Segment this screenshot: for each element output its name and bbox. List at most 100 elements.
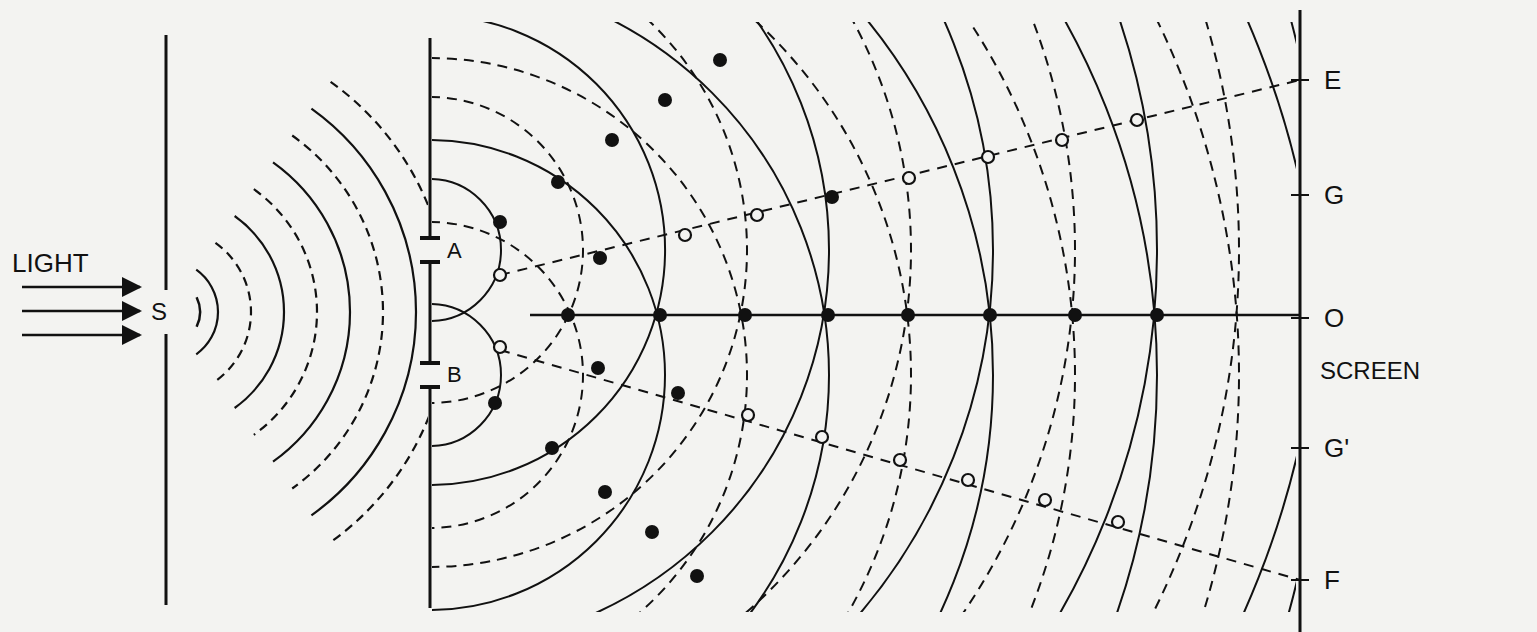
screen-point-label: G' (1322, 434, 1351, 462)
wavefront (432, 222, 583, 528)
light-arrow (22, 334, 140, 337)
dark-points (494, 114, 1143, 528)
light-arrow (22, 310, 140, 313)
screen-tick (1291, 447, 1309, 449)
trough-dot (751, 209, 763, 221)
wavefront (432, 22, 1296, 612)
wavefront (432, 22, 993, 612)
crest-dot (901, 308, 915, 322)
barrier-line (165, 334, 168, 605)
trough-dot (894, 454, 906, 466)
slit-edge (420, 385, 440, 389)
wavefront (432, 22, 829, 612)
trough-dot (494, 341, 506, 353)
wavefront (432, 179, 501, 321)
barrier-line (429, 38, 432, 238)
screen-point-label: O (1322, 304, 1346, 332)
wavefront (432, 304, 501, 446)
wavefront (432, 22, 1239, 612)
slit-wavefronts (432, 22, 1296, 612)
screen-line (1299, 10, 1302, 632)
wavefront (432, 22, 911, 612)
wavefront (292, 135, 383, 488)
trough-dot (962, 474, 974, 486)
barrier-line (429, 262, 432, 363)
wavefront (432, 140, 665, 610)
slit-label: A (445, 239, 464, 263)
screen-point-label: F (1322, 566, 1342, 594)
screen-tick (1291, 317, 1309, 319)
wavefront (432, 22, 1157, 612)
trough-dot (1112, 516, 1124, 528)
wavefront (235, 216, 284, 408)
trough-dot (494, 269, 506, 281)
crest-dot (598, 485, 612, 499)
wavefront (432, 22, 1075, 612)
slit-label: B (445, 363, 464, 387)
wavefront (432, 22, 1239, 612)
trough-dot (982, 151, 994, 163)
crest-dot (983, 308, 997, 322)
trough-dot (1131, 114, 1143, 126)
trough-dot (679, 229, 691, 241)
slit-edge (420, 260, 440, 264)
crest-dot (551, 175, 565, 189)
slit-edge (420, 236, 440, 240)
crest-dot (671, 386, 685, 400)
wavefront (432, 22, 1075, 612)
nodal-line (500, 350, 1300, 580)
crest-dot (738, 308, 752, 322)
wavefront (331, 82, 428, 542)
crest-dot (493, 215, 507, 229)
source-label: S (149, 299, 169, 325)
barrier-line (429, 387, 432, 608)
trough-dot (816, 431, 828, 443)
bright-points (488, 53, 1164, 583)
light-label: LIGHT (10, 249, 91, 277)
crest-dot (605, 133, 619, 147)
wavefront (432, 22, 829, 612)
nodal-line (500, 80, 1300, 275)
trough-dot (1056, 134, 1068, 146)
crest-dot (645, 525, 659, 539)
wavefront (432, 58, 747, 612)
wavefront (432, 22, 747, 567)
slit-edge (420, 361, 440, 365)
barrier-line (165, 35, 168, 290)
crest-dot (690, 569, 704, 583)
trough-dot (1039, 494, 1051, 506)
wavefront (432, 22, 1157, 612)
light-arrow (22, 286, 140, 289)
crest-dot (653, 308, 667, 322)
crest-dot (1068, 308, 1082, 322)
crest-dot (593, 251, 607, 265)
crest-dot (825, 190, 839, 204)
wavefront (196, 270, 218, 355)
crest-dot (545, 441, 559, 455)
wavefront (215, 243, 251, 381)
wavefront (273, 162, 350, 461)
screen-point-label: E (1322, 66, 1343, 94)
wavefront (432, 22, 911, 612)
source-wavefronts (196, 82, 428, 542)
light-arrows (22, 287, 140, 335)
wavefront (432, 22, 1296, 612)
crest-dot (658, 93, 672, 107)
screen-label: SCREEN (1318, 358, 1422, 384)
crest-dot (488, 396, 502, 410)
screen-tick (1291, 194, 1309, 196)
screen-point-label: G (1322, 181, 1346, 209)
wavefront (311, 109, 416, 516)
wavefront (432, 22, 993, 612)
wavefront (254, 189, 317, 435)
crest-dot (591, 361, 605, 375)
crest-dot (821, 308, 835, 322)
crest-dot (1150, 308, 1164, 322)
trough-dot (742, 409, 754, 421)
trough-dot (903, 172, 915, 184)
wavefront (432, 97, 583, 403)
crest-dot (713, 53, 727, 67)
crest-dot (561, 308, 575, 322)
